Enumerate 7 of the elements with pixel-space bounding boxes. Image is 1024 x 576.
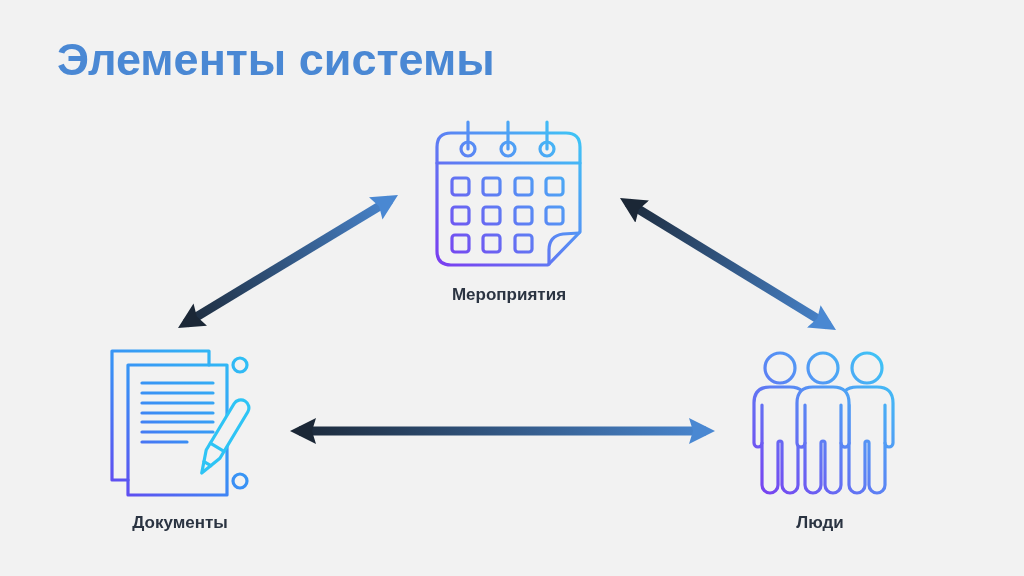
node-label: Мероприятия	[451, 284, 567, 306]
double-headed-arrow	[620, 198, 836, 330]
title: Элементы системы	[57, 37, 495, 82]
double-headed-arrow	[290, 418, 715, 444]
node-label: Документы	[132, 512, 228, 534]
node-label: Люди	[796, 512, 844, 534]
double-headed-arrow	[178, 195, 398, 328]
